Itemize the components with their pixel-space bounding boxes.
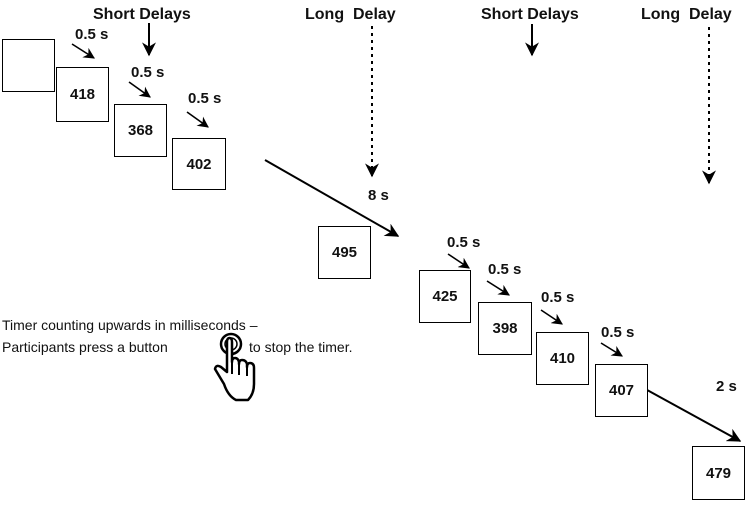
note-line-2-start: Participants press a button: [2, 339, 168, 355]
delay-arrow-7: [600, 342, 623, 357]
delay-label-6: 0.5 s: [541, 289, 575, 306]
pointing-hand-icon: [213, 332, 256, 402]
delay-arrow-5: [486, 280, 510, 296]
delay-arrow-1: [71, 43, 95, 59]
trial-box-418: 418: [56, 67, 109, 122]
delay-label-3: 0.5 s: [188, 90, 222, 107]
trial-box-368: 368: [114, 104, 167, 157]
trial-box-402: 402: [172, 138, 226, 190]
delay-label-7: 0.5 s: [601, 324, 635, 341]
trial-box-479: 479: [692, 446, 745, 500]
trial-box-start: [2, 39, 55, 92]
long-delay-header-1-delay: Delay: [353, 6, 396, 23]
trial-box-495: 495: [318, 226, 371, 279]
trial-box-425: 425: [419, 270, 471, 323]
note-line-1: Timer counting upwards in milliseconds –: [2, 317, 258, 333]
trial-box-398: 398: [478, 302, 532, 355]
long-delay-header-2-delay: Delay: [689, 6, 732, 23]
delay-label-5: 0.5 s: [488, 261, 522, 278]
trial-box-410: 410: [536, 332, 589, 385]
delay-label-2: 0.5 s: [131, 64, 165, 81]
short-delays-header-1: Short Delays: [93, 6, 191, 23]
long-transition-arrow-1: [264, 159, 400, 237]
delay-label-1: 0.5 s: [75, 26, 109, 43]
note-line-2-end: to stop the timer.: [249, 339, 353, 355]
long-delay-header-2-long: Long: [641, 6, 681, 23]
long-delay-header-1-long: Long: [305, 6, 345, 23]
trial-box-407: 407: [595, 364, 648, 417]
short-delays-header-2: Short Delays: [481, 6, 579, 23]
delay-arrow-6: [540, 309, 563, 325]
long-delay-label-2: 2 s: [716, 378, 737, 395]
long-delay-label-1: 8 s: [368, 187, 389, 204]
delay-arrow-2: [128, 81, 151, 98]
delay-arrow-4: [447, 253, 470, 269]
delay-label-4: 0.5 s: [447, 234, 481, 251]
long-transition-arrow-2: [637, 384, 742, 442]
delay-arrow-3: [186, 111, 209, 128]
